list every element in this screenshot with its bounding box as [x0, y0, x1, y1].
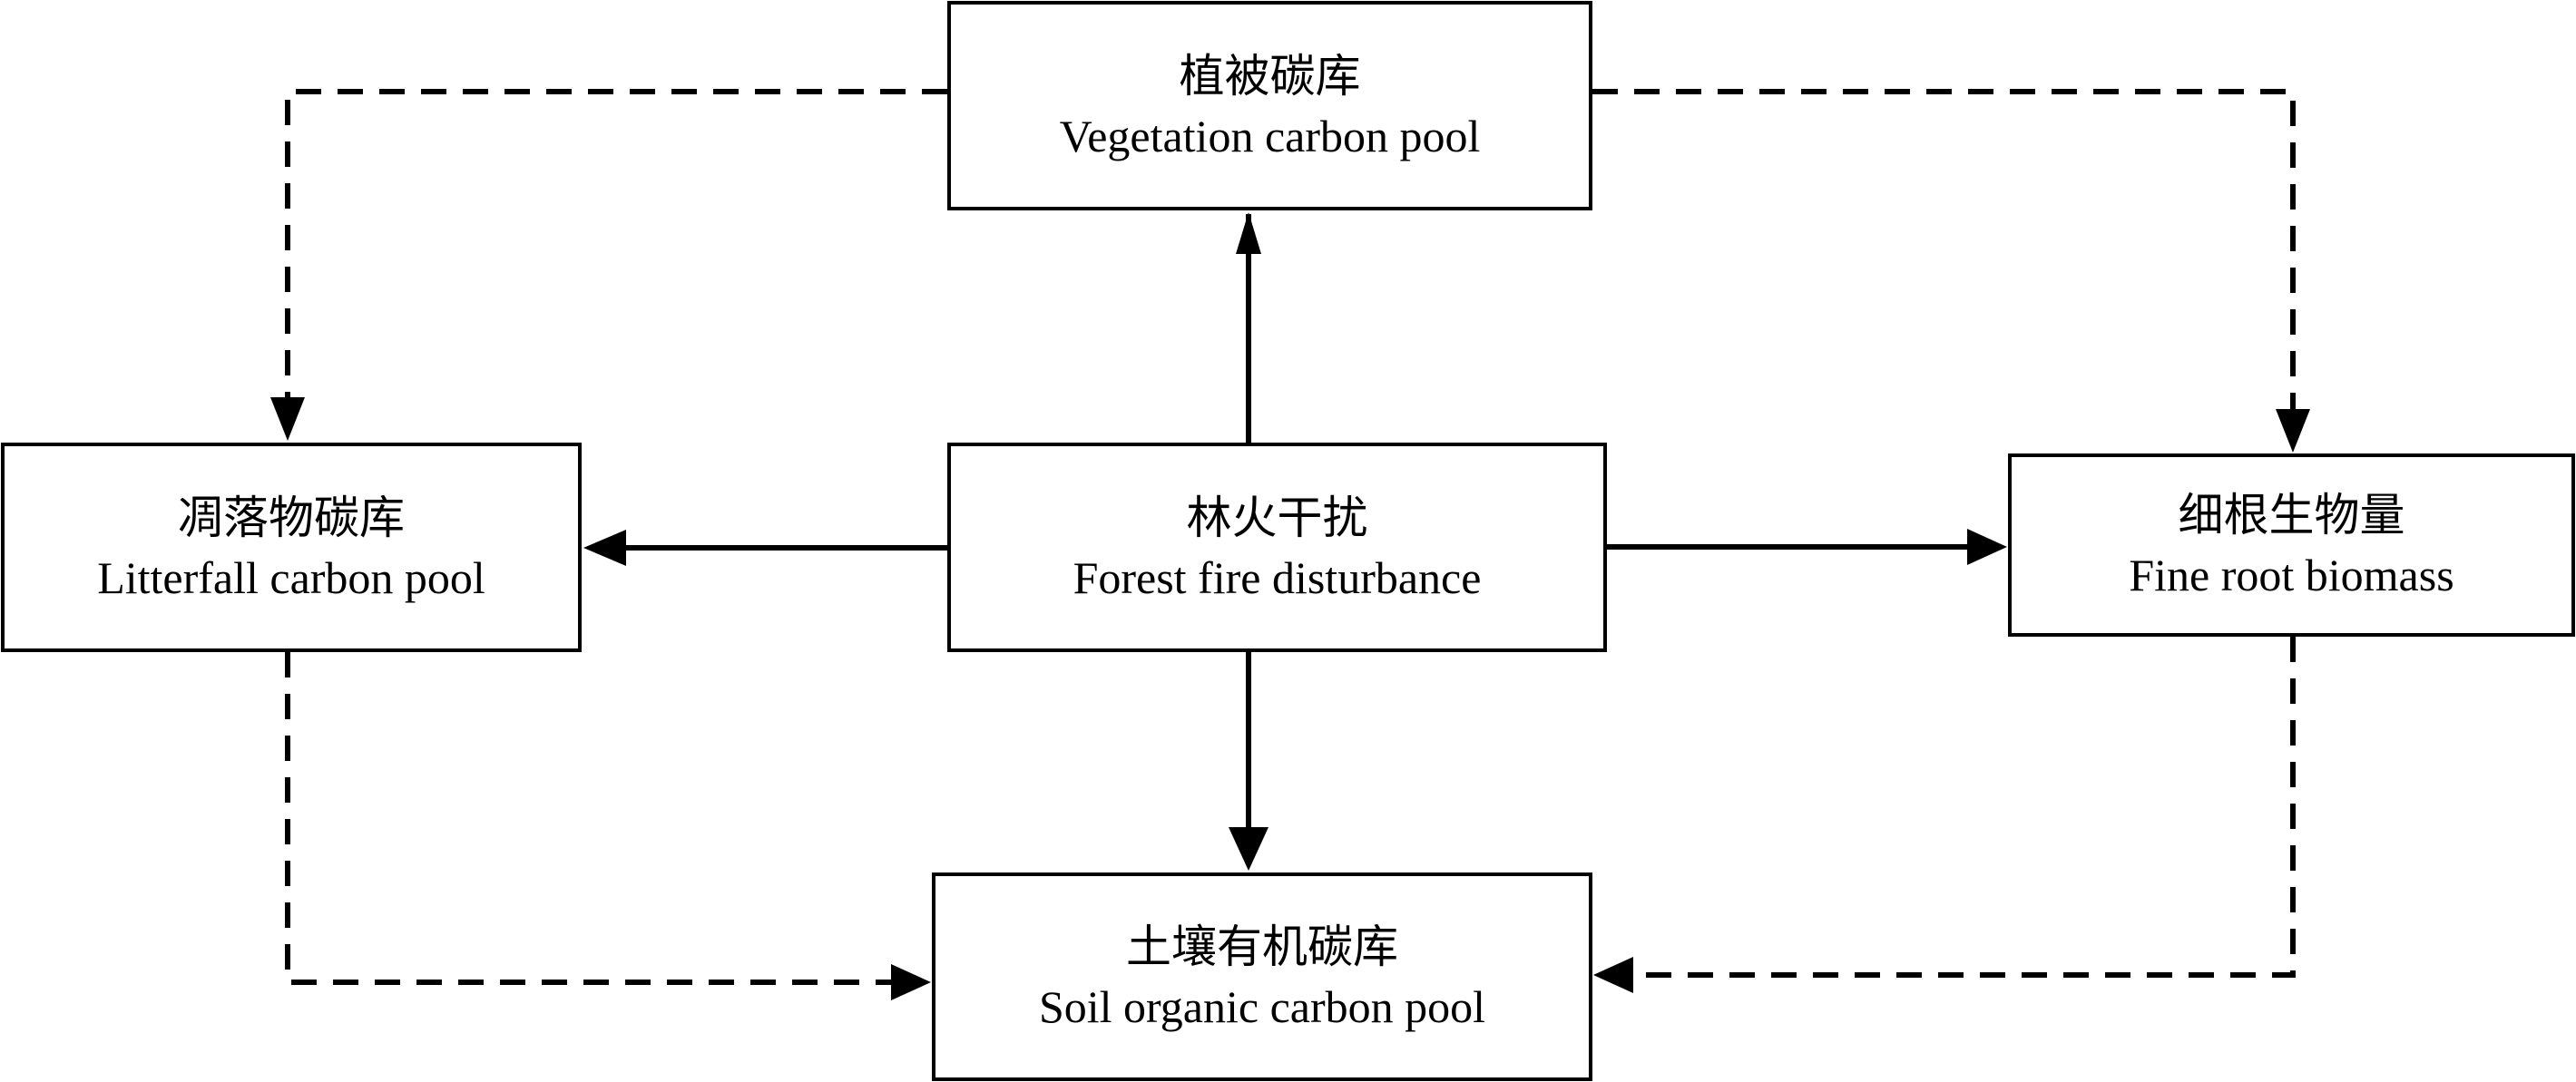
- arrowhead-soil-top: [1229, 827, 1268, 871]
- arrowhead-soil-left: [891, 964, 931, 1000]
- node-soil-organic-carbon-pool: 土壤有机碳库 Soil organic carbon pool: [932, 872, 1592, 1081]
- arrowhead-fine-root: [1967, 529, 2007, 565]
- node-litterfall-carbon-pool: 凋落物碳库 Litterfall carbon pool: [1, 443, 582, 652]
- node-label-zh: 植被碳库: [1179, 49, 1361, 102]
- arrowhead-fine-root-top: [2276, 409, 2310, 453]
- arrowhead-vegetation: [1236, 212, 1261, 254]
- node-label-zh: 细根生物量: [2178, 489, 2405, 541]
- node-label-zh: 土壤有机碳库: [1126, 921, 1398, 973]
- node-label-zh: 凋落物碳库: [178, 491, 405, 544]
- edge-vegetation-to-litterfall: [285, 89, 947, 399]
- arrowhead-soil-right: [1593, 957, 1633, 993]
- node-label-en: Fine root biomass: [2129, 550, 2454, 600]
- arrowhead-litterfall-top: [270, 397, 305, 441]
- edge-vegetation-to-fine-root: [1592, 89, 2296, 410]
- node-label-en: Litterfall carbon pool: [97, 551, 485, 603]
- edge-litterfall-to-soil: [285, 652, 894, 985]
- node-vegetation-carbon-pool: 植被碳库 Vegetation carbon pool: [947, 1, 1592, 210]
- edge-fine-root-to-soil: [1633, 637, 2296, 978]
- node-label-zh: 林火干扰: [1186, 491, 1368, 544]
- node-label-en: Vegetation carbon pool: [1059, 110, 1481, 161]
- node-fine-root-biomass: 细根生物量 Fine root biomass: [2008, 453, 2575, 637]
- node-forest-fire-disturbance: 林火干扰 Forest fire disturbance: [947, 443, 1607, 652]
- node-label-en: Forest fire disturbance: [1073, 551, 1482, 603]
- arrowhead-litterfall: [583, 530, 626, 566]
- node-label-en: Soil organic carbon pool: [1038, 981, 1486, 1032]
